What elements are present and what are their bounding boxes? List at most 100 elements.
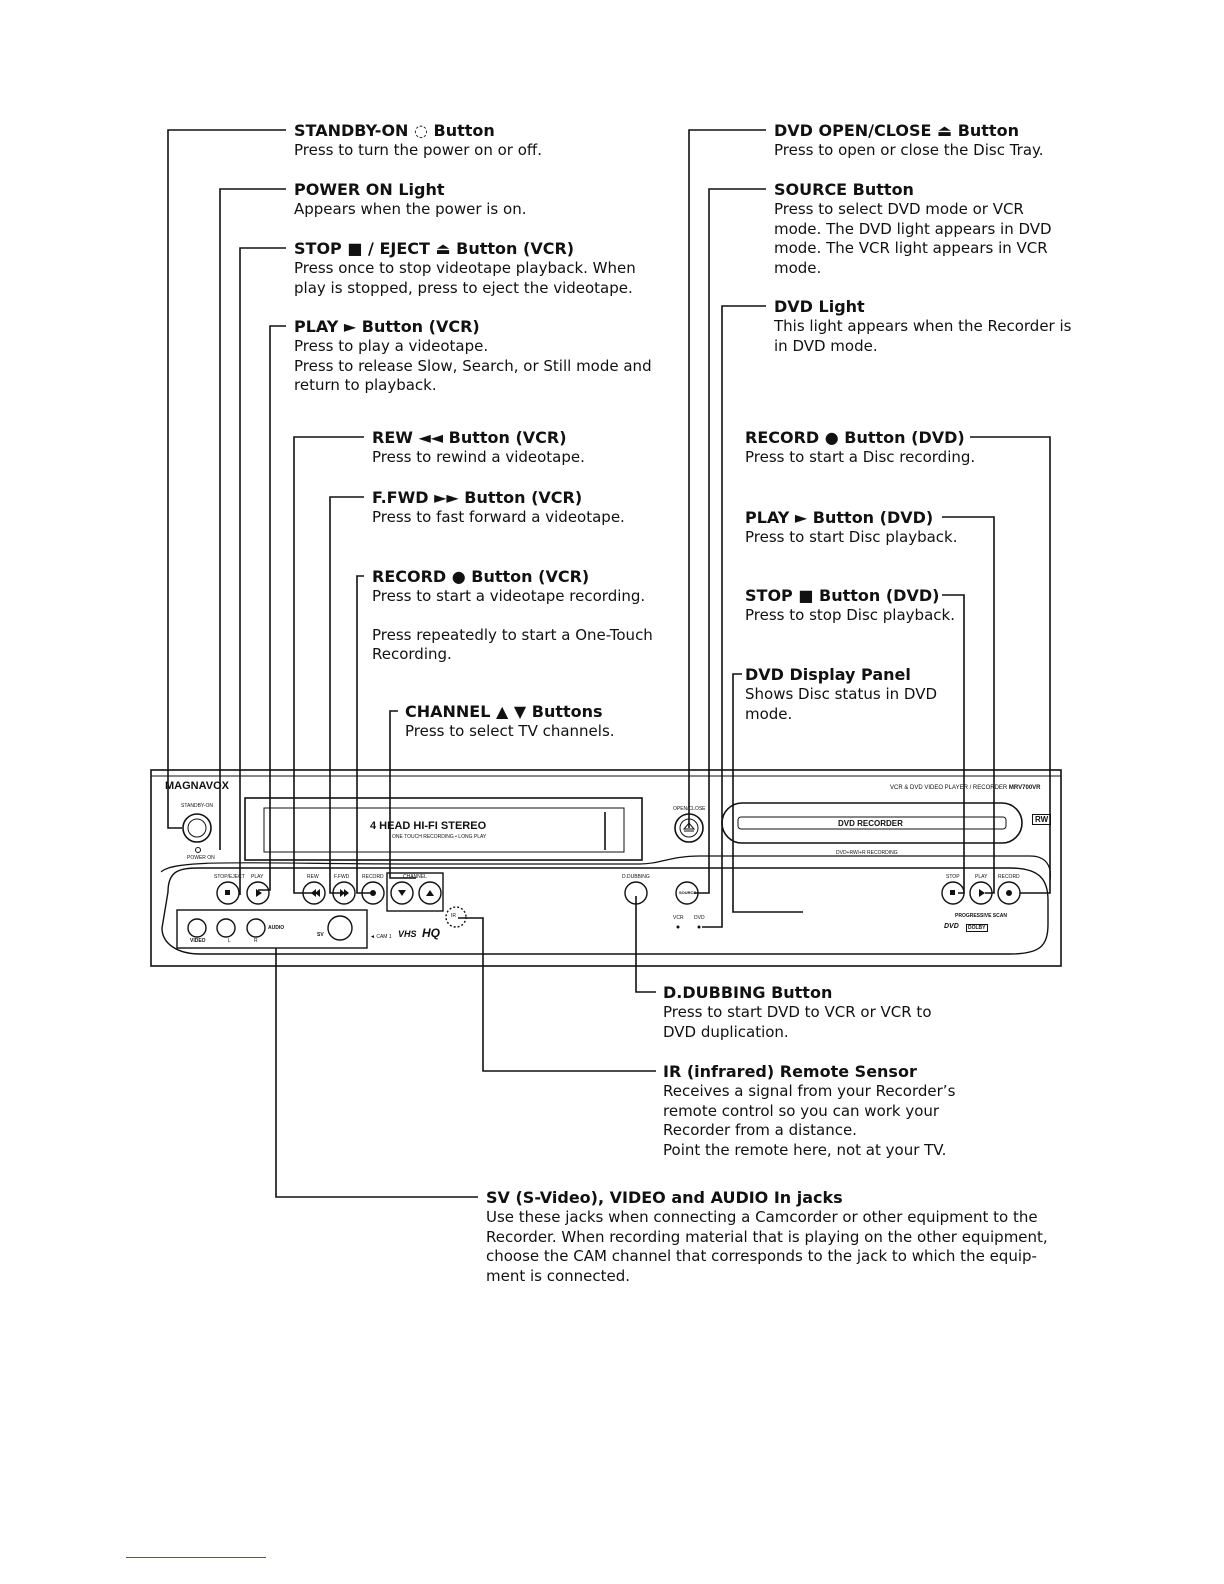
line-rew <box>293 436 364 894</box>
line-stop-dvd <box>942 594 965 894</box>
callout-desc: Press repeatedly to start a One-Touch <box>372 625 653 644</box>
btn-label-stop-dvd: STOP <box>946 874 960 880</box>
jack-r-label: R <box>254 938 258 944</box>
progressive-scan-label: PROGRESSIVE SCAN <box>955 913 1007 919</box>
callout-desc: Press to fast forward a videotape. <box>372 508 625 526</box>
callout-ir-sensor: IR (infrared) Remote Sensor Receives a s… <box>663 1062 955 1160</box>
line-channel <box>389 710 416 879</box>
callout-title: RECORD ● Button (DVD) <box>745 428 965 447</box>
callout-desc: Press to stop Disc playback. <box>745 606 955 624</box>
tape-sublabel: ONE TOUCH RECORDING • LONG PLAY <box>392 834 487 840</box>
dvd-light-label: DVD <box>694 915 705 921</box>
callout-play-dvd: PLAY ► Button (DVD) Press to start Disc … <box>745 508 958 548</box>
callout-stop-dvd: STOP ■ Button (DVD) Press to stop Disc p… <box>745 586 955 626</box>
callout-title: CHANNEL ▲ ▼ Buttons <box>405 702 603 721</box>
line-open-close <box>688 129 766 828</box>
lower-panel <box>161 867 1049 955</box>
callout-standby-on: STANDBY-ON ◌ Button Press to turn the po… <box>294 121 542 161</box>
line-play-vcr <box>258 325 286 891</box>
btn-label-record-dvd: RECORD <box>998 874 1020 880</box>
line-stop-eject <box>239 247 286 895</box>
btn-label-d-dubbing: D.DUBBING <box>622 874 650 880</box>
dolby-logo: DOLBY <box>966 924 988 932</box>
callout-title: STOP ■ / EJECT ⏏ Button (VCR) <box>294 239 575 258</box>
callout-dvd-display-panel: DVD Display Panel Shows Disc status in D… <box>745 665 937 724</box>
btn-label-stop-eject: STOP/EJECT <box>214 874 245 880</box>
btn-label-record-vcr: RECORD <box>362 874 384 880</box>
line-sv-jacks <box>275 948 478 1198</box>
callout-desc: Shows Disc status in DVD <box>745 685 938 703</box>
callout-desc: ment is connected. <box>486 1266 631 1285</box>
callout-desc: return to playback. <box>294 376 437 395</box>
ir-sensor-label: IR <box>451 913 456 919</box>
callout-desc: Press to turn the power on or off. <box>294 141 542 159</box>
callout-title: F.FWD ►► Button (VCR) <box>372 488 583 507</box>
standby-button <box>182 813 212 843</box>
callout-desc: Recording. <box>372 645 452 664</box>
callout-desc: mode. <box>745 704 793 723</box>
callout-desc: Press to play a videotape. <box>294 337 489 355</box>
callout-desc: mode. <box>774 258 822 277</box>
callout-power-on-light: POWER ON Light Appears when the power is… <box>294 180 526 220</box>
line-record-vcr <box>356 575 373 894</box>
callout-channel: CHANNEL ▲ ▼ Buttons Press to select TV c… <box>405 702 615 742</box>
model-line: VCR & DVD VIDEO PLAYER / RECORDER MRV700… <box>890 785 1041 791</box>
callout-title: PLAY ► Button (VCR) <box>294 317 480 336</box>
callout-play-vcr: PLAY ► Button (VCR) Press to play a vide… <box>294 317 652 396</box>
dvd-logo: DVD <box>944 923 959 930</box>
callout-desc: Press to open or close the Disc Tray. <box>774 141 1044 159</box>
line-record-dvd <box>970 436 1051 894</box>
callout-title: SOURCE Button <box>774 180 914 199</box>
jack-video-label: VIDEO <box>190 938 206 944</box>
callout-desc: Press once to stop videotape playback. W… <box>294 259 636 277</box>
callout-title: STOP ■ Button (DVD) <box>745 586 940 605</box>
rw-badge: RW <box>1032 814 1052 825</box>
cam-label: ◄ CAM 1 <box>370 934 392 940</box>
callout-title: DVD OPEN/CLOSE ⏏ Button <box>774 121 1019 140</box>
brand-logo: MAGNAVOX <box>165 780 229 792</box>
dvd-rw-label: DVD+RW/+R RECORDING <box>836 850 898 856</box>
callout-d-dubbing: D.DUBBING Button Press to start DVD to V… <box>663 983 932 1042</box>
callout-title: DVD Display Panel <box>745 665 911 684</box>
callout-desc: Press to release Slow, Search, or Still … <box>294 356 652 375</box>
line-source <box>694 188 766 894</box>
callout-source: SOURCE Button Press to select DVD mode o… <box>774 180 1052 278</box>
callout-desc: Appears when the power is on. <box>294 200 527 218</box>
callout-desc: Press to start DVD to VCR or VCR to <box>663 1003 932 1021</box>
line-ir <box>458 917 656 1072</box>
callout-desc: Press to select DVD mode or VCR <box>774 200 1024 218</box>
open-close-button <box>674 813 704 843</box>
callout-desc: Press to rewind a videotape. <box>372 448 585 466</box>
callout-record-vcr: RECORD ● Button (VCR) Press to start a v… <box>372 567 653 665</box>
line-d-dubbing <box>635 896 656 993</box>
callout-desc: Press to start a Disc recording. <box>745 448 976 466</box>
callout-desc: choose the CAM channel that corresponds … <box>486 1247 1037 1266</box>
open-close-label: OPEN/CLOSE <box>673 806 706 812</box>
callout-stop-eject-vcr: STOP ■ / EJECT ⏏ Button (VCR) Press once… <box>294 239 636 298</box>
callout-title: SV (S-Video), VIDEO and AUDIO In jacks <box>486 1188 843 1207</box>
callout-rew-vcr: REW ◄◄ Button (VCR) Press to rewind a vi… <box>372 428 585 468</box>
btn-label-rew: REW <box>307 874 319 880</box>
callout-sv-jacks: SV (S-Video), VIDEO and AUDIO In jacks U… <box>486 1188 1048 1286</box>
btn-label-channel: CHANNEL <box>403 874 427 880</box>
callout-desc: play is stopped, press to eject the vide… <box>294 278 633 297</box>
hq-logo: HQ <box>422 926 440 940</box>
tape-door <box>244 797 643 861</box>
dvd-recorder-label: DVD RECORDER <box>838 819 903 828</box>
callout-desc: Press to select TV channels. <box>405 722 615 740</box>
callout-desc: Recorder from a distance. <box>663 1121 857 1140</box>
btn-label-play-dvd: PLAY <box>975 874 988 880</box>
standby-label: STANDBY-ON <box>181 803 213 809</box>
btn-label-ffwd: F.FWD <box>334 874 350 880</box>
jack-l-label: L <box>228 938 231 944</box>
btn-label-source: SOURCE <box>679 890 697 895</box>
recorder-body <box>150 769 1062 967</box>
callout-title: D.DUBBING Button <box>663 983 833 1002</box>
line-standby <box>167 129 286 829</box>
vcr-light-label: VCR <box>673 915 684 921</box>
callout-desc: Receives a signal from your Recorder’s <box>663 1082 956 1100</box>
callout-desc: mode. The VCR light appears in VCR <box>774 239 1048 258</box>
callout-title: PLAY ► Button (DVD) <box>745 508 934 527</box>
callout-desc: Point the remote here, not at your TV. <box>663 1140 947 1159</box>
